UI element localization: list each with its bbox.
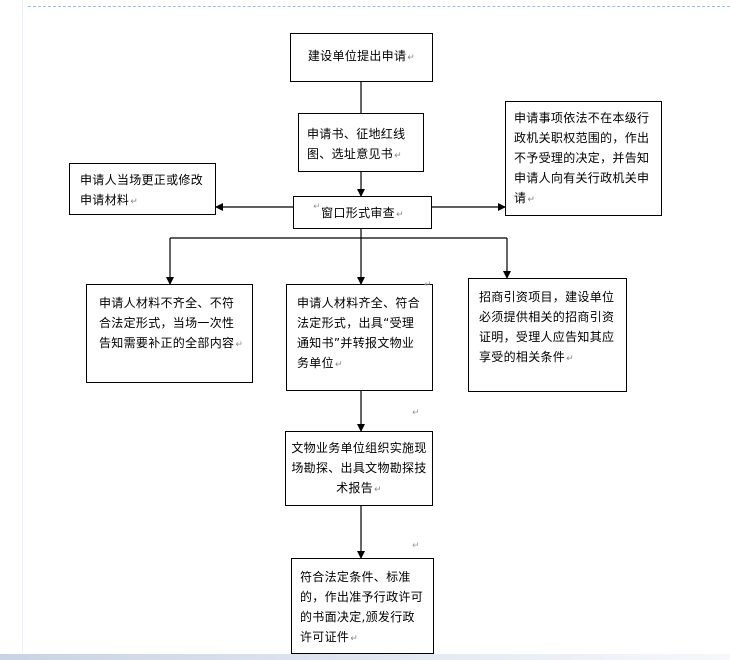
node-approve: 符合法定条件、标准的，作出准予行政许可的书面决定,颁发行政许可证件↵: [291, 558, 434, 654]
node-survey-text: 文物业务单位组织实施现场勘探、出具文物勘探技术报告: [291, 441, 427, 495]
node-incomplete: 申请人材料不齐全、不符合法定形式，当场一次性告知需要补正的全部内容↵: [86, 284, 253, 383]
node-review: 窗口形式审查↵: [293, 196, 432, 229]
paragraph-mark: ↵: [395, 210, 404, 220]
paragraph-mark: ↵: [407, 53, 416, 63]
page-top-border: [28, 6, 730, 7]
paragraph-mark: ↵: [334, 360, 343, 370]
paragraph-mark: ↵: [527, 195, 536, 205]
node-approve-text: 符合法定条件、标准的，作出准予行政许可的书面决定,颁发行政许可证件: [300, 570, 424, 644]
node-correct: 申请人当场更正或修改申请材料↵: [69, 163, 216, 215]
node-investment-text: 招商引资项目，建设单位必须提供相关的招商引资证明，受理人应告知其应享受的相关条件: [479, 290, 615, 364]
node-docs: 申请书、征地红线图、选址意见书↵: [298, 113, 424, 172]
paragraph-mark: ↵: [374, 485, 382, 495]
node-review-text: 窗口形式审查: [321, 206, 395, 220]
node-apply-text: 建设单位提出申请: [307, 49, 407, 63]
page-left-edge: [22, 0, 23, 660]
node-correct-text: 申请人当场更正或修改申请材料: [80, 173, 204, 207]
paragraph-mark: ↵: [235, 340, 244, 350]
paragraph-mark: ↵: [350, 634, 359, 644]
paragraph-mark: ↵: [394, 151, 402, 161]
node-survey: 文物业务单位组织实施现场勘探、出具文物勘探技术报告↵: [285, 431, 433, 506]
node-apply: 建设单位提出申请↵: [290, 33, 433, 82]
node-complete: 申请人材料齐全、符合法定形式，出具“受理通知书”并转报文物业务单位↵: [286, 284, 433, 391]
node-investment: 招商引资项目，建设单位必须提供相关的招商引资证明，受理人应告知其应享受的相关条件…: [468, 278, 627, 392]
paragraph-mark: ↵: [566, 354, 574, 364]
page-bottom-strip: [0, 654, 730, 660]
paragraph-mark: ↵: [313, 202, 321, 212]
node-docs-text: 申请书、征地红线图、选址意见书: [307, 127, 406, 161]
node-incomplete-text: 申请人材料不齐全、不符合法定形式，当场一次性告知需要补正的全部内容: [99, 296, 235, 350]
node-complete-text: 申请人材料齐全、符合法定形式，出具“受理通知书”并转报文物业务单位: [297, 296, 421, 370]
node-out-of-scope: 申请事项依法不在本级行政机关职权范围的，作出不予受理的决定，并告知申请人向有关行…: [505, 101, 662, 216]
node-out-of-scope-text: 申请事项依法不在本级行政机关职权范围的，作出不予受理的决定，并告知申请人向有关行…: [514, 111, 650, 205]
paragraph-mark: ↵: [424, 280, 432, 290]
paragraph-mark: ↵: [130, 197, 139, 207]
paragraph-mark: ↵: [412, 541, 420, 551]
paragraph-mark: ↵: [412, 408, 420, 418]
